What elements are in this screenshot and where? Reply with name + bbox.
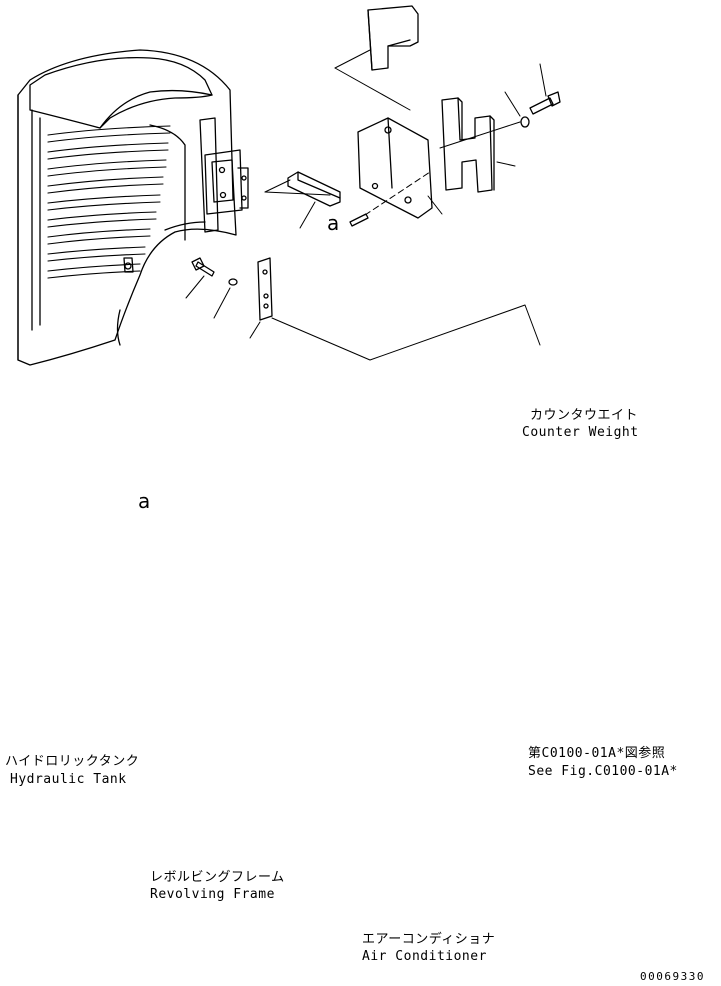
label-counter-weight-jp: カウンタウエイト (530, 408, 639, 423)
label-revolving-frame-en: Revolving Frame (150, 887, 275, 902)
label-see-fig-jp: 第C0100-01A*図参照 (528, 746, 666, 761)
grille-cover-part (18, 50, 248, 365)
label-see-fig-en: See Fig.C0100-01A* (528, 764, 678, 779)
leader-lines-upper-left (186, 276, 540, 360)
label-hydraulic-tank-jp: ハイドロリックタンク (5, 754, 140, 769)
callout-a-upper: a (327, 211, 340, 235)
callout-a-lower: a (138, 489, 151, 513)
bracket-parts-upper (288, 6, 560, 226)
label-revolving-frame-jp: レボルビングフレーム (150, 870, 285, 885)
label-counter-weight-en: Counter Weight (522, 425, 639, 440)
document-number: 00069330 (640, 970, 705, 983)
label-air-conditioner-en: Air Conditioner (362, 949, 487, 964)
bolt-part (192, 258, 272, 320)
label-air-conditioner-jp: エアーコンディショナ (362, 932, 496, 947)
label-hydraulic-tank-en: Hydraulic Tank (10, 772, 127, 787)
leader-lines-upper-center (265, 50, 546, 228)
